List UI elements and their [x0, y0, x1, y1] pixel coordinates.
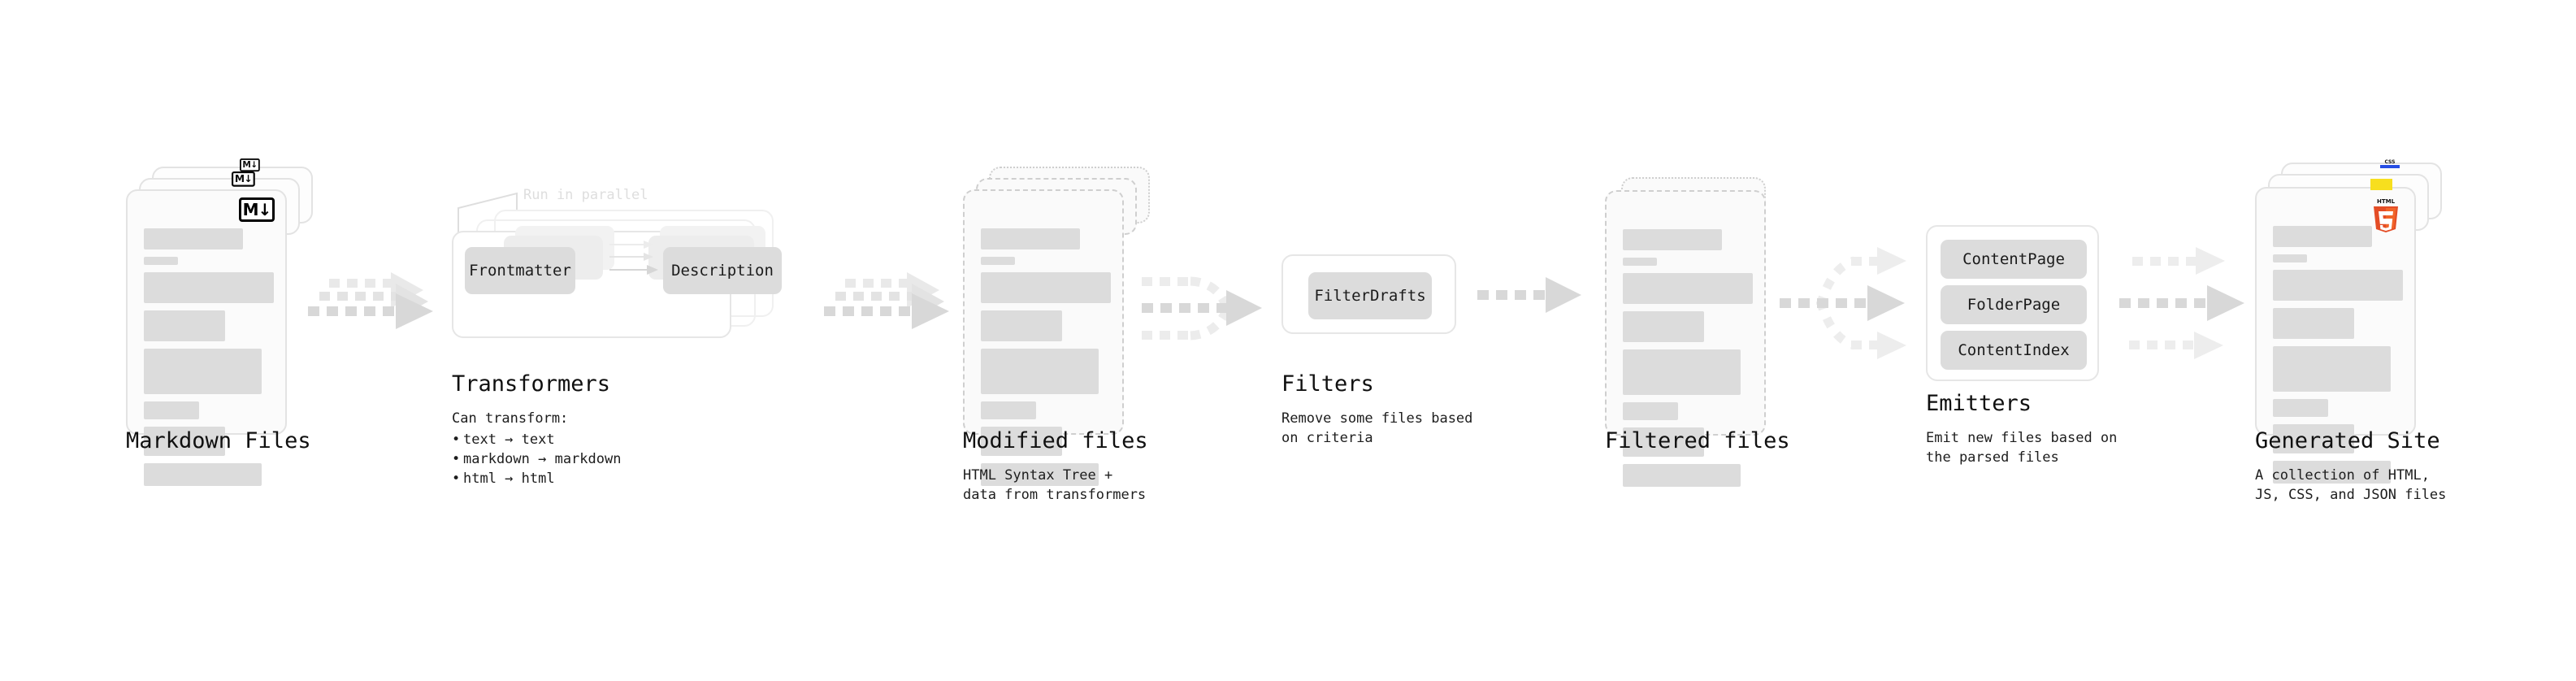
connector-modified-to-filters	[1142, 272, 1264, 362]
modified-skeleton	[981, 228, 1111, 493]
transformers-bullet-0: text → text	[452, 430, 621, 449]
javascript-icon	[2370, 179, 2392, 190]
chip-folderpage[interactable]: FolderPage	[1941, 285, 2087, 324]
html5-icon: HTML	[2372, 197, 2400, 232]
generated-site-skeleton	[2273, 226, 2403, 491]
markdown-card-front	[126, 189, 287, 486]
chip-contentindex[interactable]: ContentIndex	[1941, 331, 2087, 370]
chip-frontmatter[interactable]: Frontmatter	[465, 247, 575, 294]
filtered-skeleton	[1623, 229, 1753, 494]
connector-md-to-transformers	[305, 272, 435, 362]
emitters-group: ContentPage FolderPage ContentIndex	[1926, 225, 2099, 381]
run-in-parallel-label: Run in parallel	[523, 187, 648, 203]
stage-title-emitters: Emitters	[1926, 391, 2032, 416]
emitters-description: Emit new files based on the parsed files	[1926, 430, 2118, 466]
transformers-bullets-lead: Can transform:	[452, 410, 569, 427]
chip-frontmatter-label: Frontmatter	[469, 262, 571, 280]
chip-description-label: Description	[671, 262, 774, 280]
run-in-parallel-bracket	[458, 192, 518, 242]
transformers-description: Can transform: text → text markdown → ma…	[452, 409, 621, 488]
connector-filters-to-filtered	[1477, 276, 1591, 325]
filters-description: Remove some files based on criteria	[1281, 410, 1473, 446]
stage-title-modified-files: Modified files	[963, 428, 1148, 453]
transformers-bullet-2: html → html	[452, 469, 621, 488]
connector-transformers-to-modified	[821, 272, 951, 362]
chip-folderpage-label: FolderPage	[1967, 296, 2061, 314]
stage-title-generated-site: Generated Site	[2255, 428, 2440, 453]
stage-title-transformers: Transformers	[452, 371, 611, 397]
stage-title-filters: Filters	[1281, 371, 1374, 397]
chip-contentpage[interactable]: ContentPage	[1941, 240, 2087, 279]
chip-filterdrafts-label: FilterDrafts	[1314, 287, 1426, 305]
filters-group: FilterDrafts	[1281, 254, 1456, 334]
stage-title-markdown-files: Markdown Files	[126, 428, 311, 453]
connector-emitters-to-site	[2119, 234, 2249, 372]
connector-filtered-to-emitters	[1780, 234, 1910, 372]
transformers-bullet-1: markdown → markdown	[452, 449, 621, 469]
generated-site-description: A collection of HTML, JS, CSS, and JSON …	[2255, 467, 2447, 503]
markdown-icon-back-1: M↓	[232, 171, 255, 187]
svg-text:HTML: HTML	[2377, 198, 2396, 205]
markdown-skeleton	[144, 228, 274, 493]
filtered-card-front	[1605, 190, 1766, 487]
markdown-icon-back-2: M↓	[240, 158, 260, 172]
css3-icon: CSS	[2380, 159, 2400, 169]
stage-title-filtered-files: Filtered files	[1605, 428, 1790, 453]
modified-card-front	[963, 189, 1124, 486]
chip-contentpage-label: ContentPage	[1962, 250, 2065, 268]
transformer-inner-arrows	[609, 241, 658, 275]
chip-description[interactable]: Description	[663, 247, 782, 294]
chip-contentindex-label: ContentIndex	[1958, 341, 2070, 359]
modified-files-description: HTML Syntax Tree + data from transformer…	[963, 467, 1147, 503]
markdown-icon: M↓	[239, 197, 275, 222]
chip-filterdrafts[interactable]: FilterDrafts	[1308, 272, 1432, 319]
